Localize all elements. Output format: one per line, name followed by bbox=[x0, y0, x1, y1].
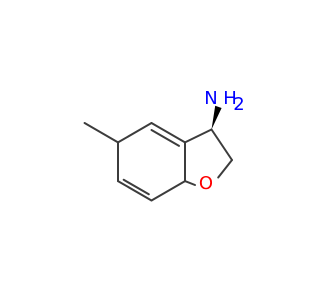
bond-group bbox=[83, 122, 233, 202]
bond-o1-c7a bbox=[184, 180, 196, 186]
hydrogen-label: H bbox=[223, 88, 237, 109]
bond-ring-c4-c3a bbox=[150, 122, 186, 144]
oxygen-label: O bbox=[199, 173, 213, 194]
bond-ring-c7-c6 bbox=[117, 180, 153, 202]
bond-ring-c5-c4 bbox=[117, 122, 153, 144]
bond-c3-c2 bbox=[210, 128, 233, 161]
bond-c2-o1 bbox=[217, 159, 233, 179]
bond-c3a-c3 bbox=[184, 128, 213, 144]
bond-inner-c4-c3a bbox=[150, 129, 180, 147]
molecule-structure: N H 2 O bbox=[83, 88, 245, 202]
molecule-canvas: N H 2 O bbox=[83, 88, 245, 202]
bond-methyl bbox=[83, 122, 119, 144]
hydrogen-count-subscript: 2 bbox=[233, 94, 244, 115]
stereo-wedge-bond bbox=[211, 105, 222, 130]
bond-ring-c7a-c7 bbox=[150, 180, 186, 202]
nitrogen-label: N bbox=[204, 88, 217, 109]
bond-inner-c7-c6 bbox=[122, 178, 150, 196]
